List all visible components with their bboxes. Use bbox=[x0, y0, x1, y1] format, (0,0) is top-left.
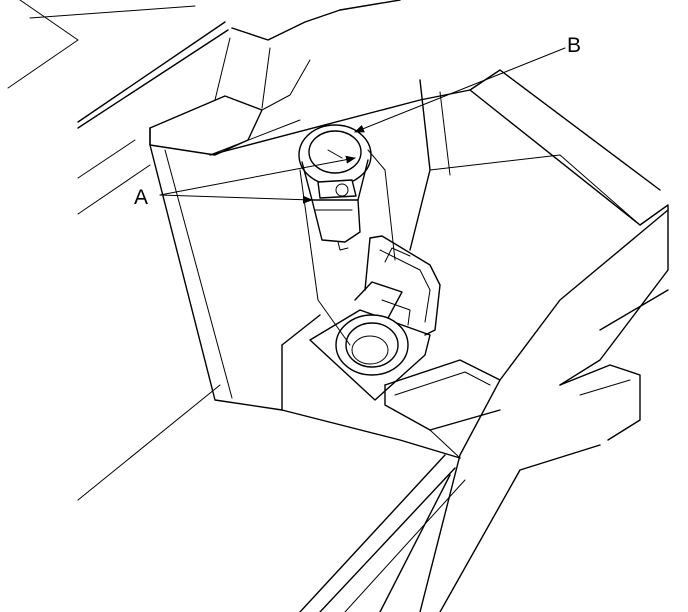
door-trim bbox=[7, 0, 229, 501]
accessory-socket bbox=[309, 235, 441, 401]
callout-a: A bbox=[134, 155, 356, 209]
console-top bbox=[209, 69, 661, 251]
removal-path bbox=[299, 149, 396, 346]
callout-b: B bbox=[354, 34, 581, 133]
callout-b-label: B bbox=[567, 34, 581, 57]
lighter-plug bbox=[298, 124, 372, 251]
callout-a-label: A bbox=[134, 186, 148, 209]
console-side-panel bbox=[149, 0, 401, 411]
seat-armrest bbox=[379, 204, 669, 612]
console-base bbox=[281, 314, 501, 612]
